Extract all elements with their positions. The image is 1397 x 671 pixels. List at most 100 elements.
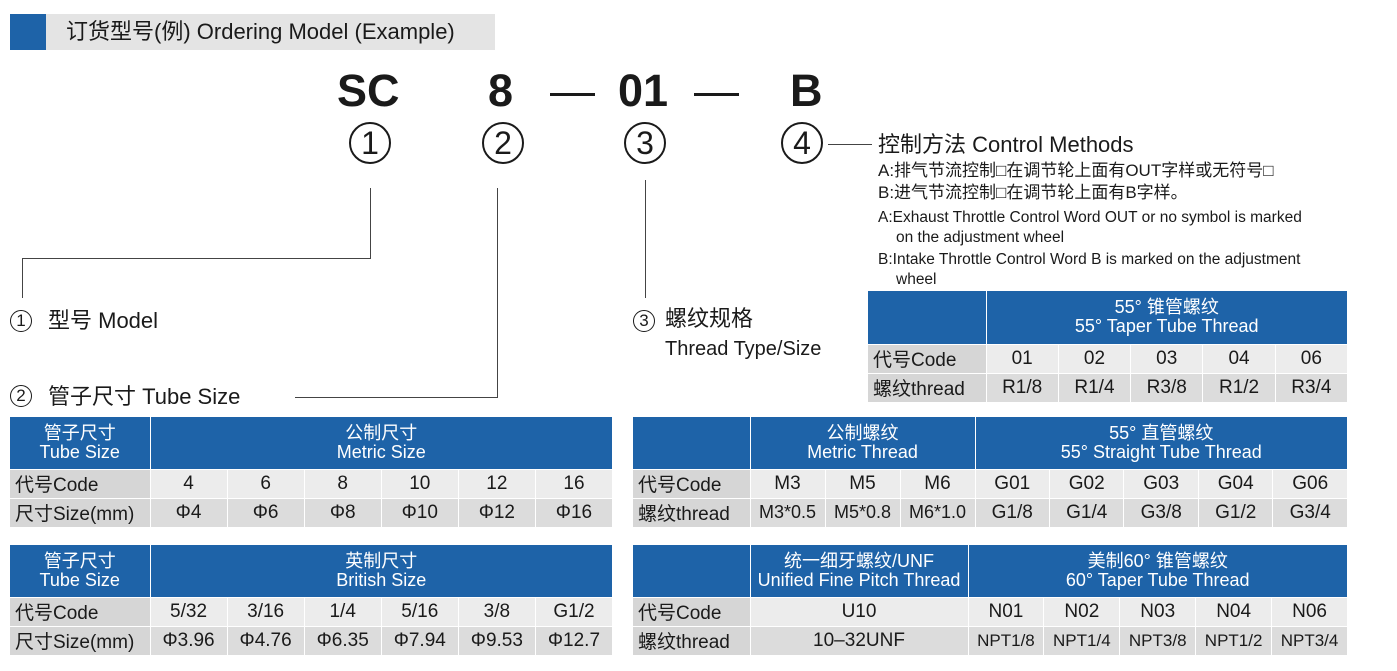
npt-code-cell: N01 xyxy=(968,597,1045,627)
metric-size-cell: Φ12 xyxy=(458,498,536,528)
code-dash-2: — xyxy=(694,65,739,116)
control-b-cn: B:进气节流控制□在调节轮上面有B字样。 xyxy=(878,183,1188,202)
control-b-en-1: B:Intake Throttle Control Word B is mark… xyxy=(878,251,1301,268)
metric-code-cell: 8 xyxy=(304,469,382,499)
metric-code-cell: 16 xyxy=(535,469,614,499)
metric-header-en: Metric Size xyxy=(336,441,426,462)
diagonal-corner-cell xyxy=(633,417,751,470)
thread-value-cell: G3/4 xyxy=(1272,498,1348,528)
control-a-en-2: on the adjustment wheel xyxy=(896,229,1065,246)
thread-code-cell: G02 xyxy=(1049,469,1125,499)
taper-code-cell: 03 xyxy=(1130,344,1204,374)
thread-code-cell: M6 xyxy=(900,469,976,499)
page-title: 订货型号(例) Ordering Model (Example) xyxy=(66,19,455,44)
taper-thread-table: 55° 锥管螺纹 55° Taper Tube Thread 代号Code 01… xyxy=(868,291,1349,403)
british-header-cn: 英制尺寸 xyxy=(345,550,418,571)
british-code-cell: 5/32 xyxy=(150,597,228,627)
metric-code-cell: 4 xyxy=(150,469,228,499)
row-label-thread: 螺纹thread xyxy=(633,626,751,656)
code-control: B xyxy=(790,65,823,116)
npt-header: 美制60° 锥管螺纹 60° Taper Tube Thread xyxy=(968,545,1348,598)
circle-2: 2 xyxy=(482,122,524,164)
header-bar xyxy=(10,14,495,50)
connector-1-h xyxy=(22,258,371,259)
label-thread-en: Thread Type/Size xyxy=(665,338,822,360)
code-tube-size: 8 xyxy=(488,65,514,116)
taper-thread-cell: R1/4 xyxy=(1058,373,1132,403)
row-label-thread: 螺纹thread xyxy=(633,498,751,528)
metric-size-cell: Φ6 xyxy=(227,498,305,528)
unf-header-cn: 统一细牙螺纹/UNF xyxy=(784,550,934,571)
npt-thread-cell: NPT3/4 xyxy=(1271,626,1348,656)
straight-thread-header: 55° 直管螺纹 55° Straight Tube Thread xyxy=(975,417,1349,470)
diagonal-corner-cell xyxy=(868,291,987,345)
taper-code-cell: 01 xyxy=(986,344,1059,374)
thread-value-cell: M3*0.5 xyxy=(750,498,826,528)
code-thread: 01 xyxy=(618,65,669,116)
thread-value-cell: G1/8 xyxy=(975,498,1051,528)
row-label-code: 代号Code xyxy=(10,469,151,499)
metric-size-cell: Φ10 xyxy=(381,498,459,528)
british-code-cell: G1/2 xyxy=(535,597,614,627)
npt-thread-cell: NPT1/2 xyxy=(1195,626,1273,656)
npt-thread-cell: NPT3/8 xyxy=(1119,626,1197,656)
thread-value-cell: M5*0.8 xyxy=(825,498,901,528)
row-label-code: 代号Code xyxy=(633,469,751,499)
british-header: 英制尺寸 British Size xyxy=(150,545,613,598)
taper-header-cn: 55° 锥管螺纹 xyxy=(1114,297,1219,318)
british-size-cell: Φ6.35 xyxy=(304,626,382,656)
row-label-size: 尺寸Size(mm) xyxy=(10,498,151,528)
tube-size-corner: 管子尺寸 Tube Size xyxy=(10,417,151,470)
corner-en: Tube Size xyxy=(39,569,120,590)
british-size-cell: Φ3.96 xyxy=(150,626,228,656)
row-label-code: 代号Code xyxy=(868,344,987,374)
british-size-cell: Φ4.76 xyxy=(227,626,305,656)
npt-thread-cell: NPT1/4 xyxy=(1043,626,1121,656)
npt-code-cell: N04 xyxy=(1195,597,1273,627)
unf-header: 统一细牙螺纹/UNF Unified Fine Pitch Thread xyxy=(750,545,969,598)
tube-size-corner: 管子尺寸 Tube Size xyxy=(10,545,151,598)
label-tube-size: 管子尺寸 Tube Size xyxy=(48,384,241,409)
connector-1-v xyxy=(370,188,371,258)
corner-cn: 管子尺寸 xyxy=(43,550,116,571)
taper-header: 55° 锥管螺纹 55° Taper Tube Thread xyxy=(986,291,1348,345)
straight-thread-en: 55° Straight Tube Thread xyxy=(1060,441,1262,462)
metric-header-cn: 公制尺寸 xyxy=(345,422,418,443)
thread-value-cell: G1/2 xyxy=(1198,498,1274,528)
row-label-thread: 螺纹thread xyxy=(868,373,987,403)
header-accent-square xyxy=(10,14,46,50)
thread-code-cell: M5 xyxy=(825,469,901,499)
label-circle-1: 1 xyxy=(10,310,32,332)
metric-thread-header: 公制螺纹 Metric Thread xyxy=(750,417,976,470)
taper-code-cell: 04 xyxy=(1202,344,1276,374)
metric-code-cell: 6 xyxy=(227,469,305,499)
row-label-size: 尺寸Size(mm) xyxy=(10,626,151,656)
control-a-en-1: A:Exhaust Throttle Control Word OUT or n… xyxy=(878,209,1302,226)
taper-thread-cell: R1/8 xyxy=(986,373,1059,403)
british-size-cell: Φ7.94 xyxy=(381,626,459,656)
control-title: 控制方法 Control Methods xyxy=(878,132,1134,157)
metric-code-cell: 10 xyxy=(381,469,459,499)
connector-2-h xyxy=(295,397,498,398)
label-model: 型号 Model xyxy=(48,308,159,333)
metric-header: 公制尺寸 Metric Size xyxy=(150,417,613,470)
british-size-table: 管子尺寸 Tube Size 英制尺寸 British Size 代号Code … xyxy=(10,545,614,656)
thread-code-cell: G04 xyxy=(1198,469,1274,499)
circle-3: 3 xyxy=(624,122,666,164)
label-circle-3: 3 xyxy=(633,310,655,332)
connector-3-v xyxy=(645,180,646,298)
thread-code-cell: M3 xyxy=(750,469,826,499)
british-header-en: British Size xyxy=(336,569,427,590)
connector-2-v xyxy=(497,188,498,398)
npt-thread-cell: NPT1/8 xyxy=(968,626,1045,656)
control-a-cn: A:排气节流控制□在调节轮上面有OUT字样或无符号□ xyxy=(878,161,1274,180)
metric-thread-cn: 公制螺纹 xyxy=(826,422,899,443)
code-dash-1: — xyxy=(550,65,595,116)
thread-value-cell: M6*1.0 xyxy=(900,498,976,528)
thread-table-metric-straight: 公制螺纹 Metric Thread 55° 直管螺纹 55° Straight… xyxy=(633,417,1349,528)
taper-thread-cell: R1/2 xyxy=(1202,373,1276,403)
taper-thread-cell: R3/4 xyxy=(1275,373,1349,403)
npt-header-cn: 美制60° 锥管螺纹 xyxy=(1087,550,1228,571)
metric-size-table: 管子尺寸 Tube Size 公制尺寸 Metric Size 代号Code 4… xyxy=(10,417,614,528)
taper-code-cell: 02 xyxy=(1058,344,1132,374)
